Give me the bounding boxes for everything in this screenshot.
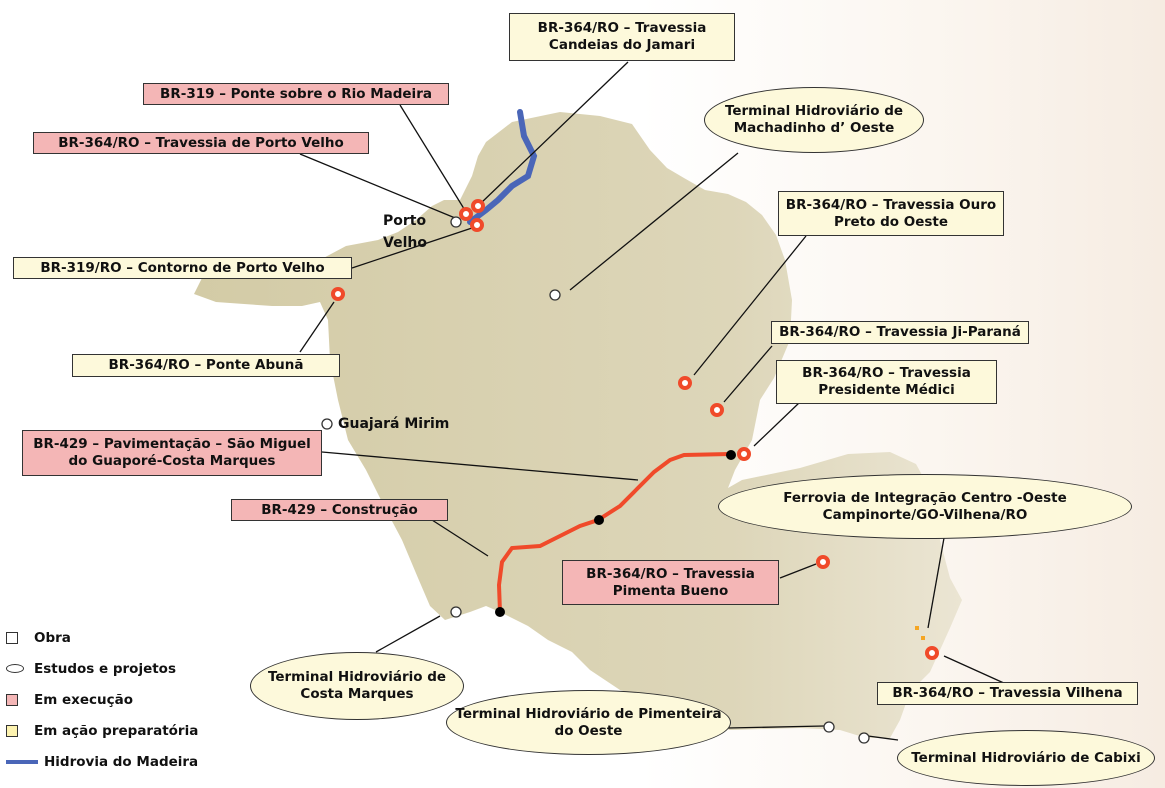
legend-label: Hidrovia do Madeira: [44, 753, 199, 770]
legend-label: Em execução: [34, 691, 134, 708]
legend-item-estudos: Estudos e projetos: [6, 653, 198, 684]
line-icon: [6, 759, 38, 764]
legend-item-obra: Obra: [6, 622, 198, 653]
label-costa-marques: Terminal Hidroviário de Costa Marques: [250, 652, 464, 720]
label-candeias: BR-364/RO – Travessia Candeias do Jamari: [509, 13, 735, 61]
label-ouro-preto: BR-364/RO – Travessia Ouro Preto do Oest…: [778, 191, 1004, 236]
legend-label: Em ação preparatória: [34, 722, 199, 739]
legend-label: Estudos e projetos: [34, 660, 176, 677]
label-cabixi: Terminal Hidroviário de Cabixi: [897, 730, 1155, 786]
leader-lines: [299, 61, 1007, 741]
legend: Obra Estudos e projetos Em execução Em a…: [6, 622, 198, 777]
label-presidente-medici: BR-364/RO – Travessia Presidente Médici: [776, 360, 997, 404]
oval-icon: [6, 664, 24, 673]
target-markers: [331, 199, 939, 660]
label-pimenta-bueno: BR-364/RO – Travessia Pimenta Bueno: [562, 560, 779, 605]
label-contorno-porto-velho: BR-319/RO – Contorno de Porto Velho: [13, 257, 352, 279]
railway-dots: [915, 626, 925, 640]
legend-item-preparatoria: Em ação preparatória: [6, 715, 198, 746]
label-ponte-abuna: BR-364/RO – Ponte Abunã: [72, 354, 340, 377]
label-travessia-porto-velho: BR-364/RO – Travessia de Porto Velho: [33, 132, 369, 154]
label-ferrovia: Ferrovia de Integração Centro -Oeste Cam…: [718, 474, 1132, 539]
study-markers: [321, 216, 870, 744]
label-br429-pavimentacao: BR-429 – Pavimentação – São Miguel do Gu…: [22, 430, 322, 476]
city-porto-velho: Porto Velho: [383, 213, 427, 251]
legend-label: Obra: [34, 629, 71, 646]
label-pimenteira: Terminal Hidroviário de Pimenteira do Oe…: [446, 690, 731, 755]
square-icon: [6, 631, 18, 644]
legend-item-hidrovia: Hidrovia do Madeira: [6, 746, 198, 777]
label-br429-construcao: BR-429 – Construção: [231, 499, 448, 521]
label-ponte-madeira: BR-319 – Ponte sobre o Rio Madeira: [143, 83, 449, 105]
br429-road-line: [496, 452, 732, 614]
hidrovia-madeira-line: [467, 109, 538, 225]
square-icon: [6, 724, 18, 737]
label-vilhena: BR-364/RO – Travessia Vilhena: [877, 682, 1138, 705]
label-ji-parana: BR-364/RO – Travessia Ji-Paraná: [771, 321, 1029, 344]
road-nodes: [495, 450, 736, 617]
label-machadinho: Terminal Hidroviário de Machadinho d’ Oe…: [704, 87, 924, 153]
square-icon: [6, 693, 18, 706]
legend-item-execucao: Em execução: [6, 684, 198, 715]
city-guajara-mirim: Guajará Mirim: [338, 416, 450, 432]
